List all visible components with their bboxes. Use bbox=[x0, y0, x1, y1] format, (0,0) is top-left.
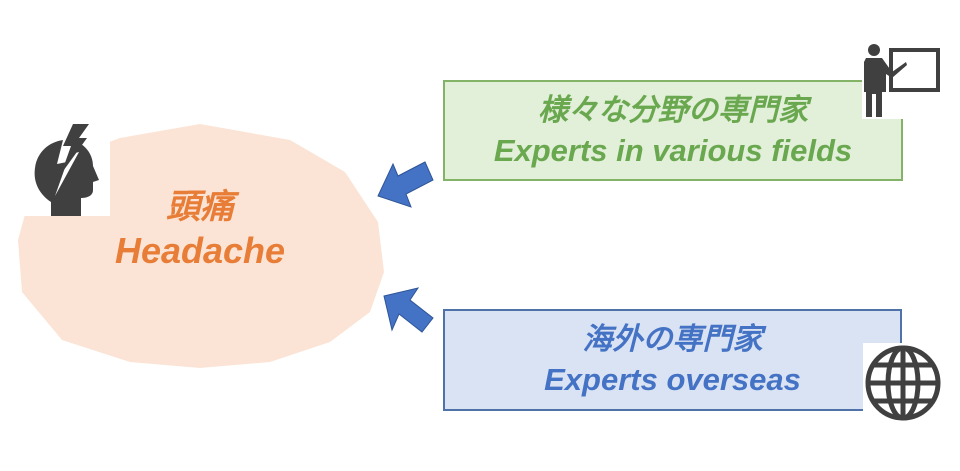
arrow-upper-icon bbox=[377, 161, 434, 208]
headache-label-jp: 頭痛 bbox=[166, 188, 234, 226]
experts-fields-jp: 様々な分野の専門家 bbox=[538, 93, 808, 127]
teacher-icon bbox=[862, 42, 941, 119]
globe-icon bbox=[863, 343, 943, 422]
experts-overseas-jp: 海外の専門家 bbox=[582, 323, 763, 356]
experts-overseas-box: 海外の専門家 Experts overseas bbox=[443, 309, 902, 411]
headache-label-en: Headache bbox=[114, 230, 286, 271]
experts-overseas-en: Experts overseas bbox=[544, 362, 801, 397]
experts-fields-box: 様々な分野の専門家 Experts in various fields bbox=[443, 80, 903, 181]
experts-fields-en: Experts in various fields bbox=[493, 132, 853, 168]
headache-icon bbox=[17, 124, 110, 216]
arrow-lower-icon bbox=[383, 287, 434, 333]
headache-label: 頭痛 Headache bbox=[40, 185, 360, 273]
